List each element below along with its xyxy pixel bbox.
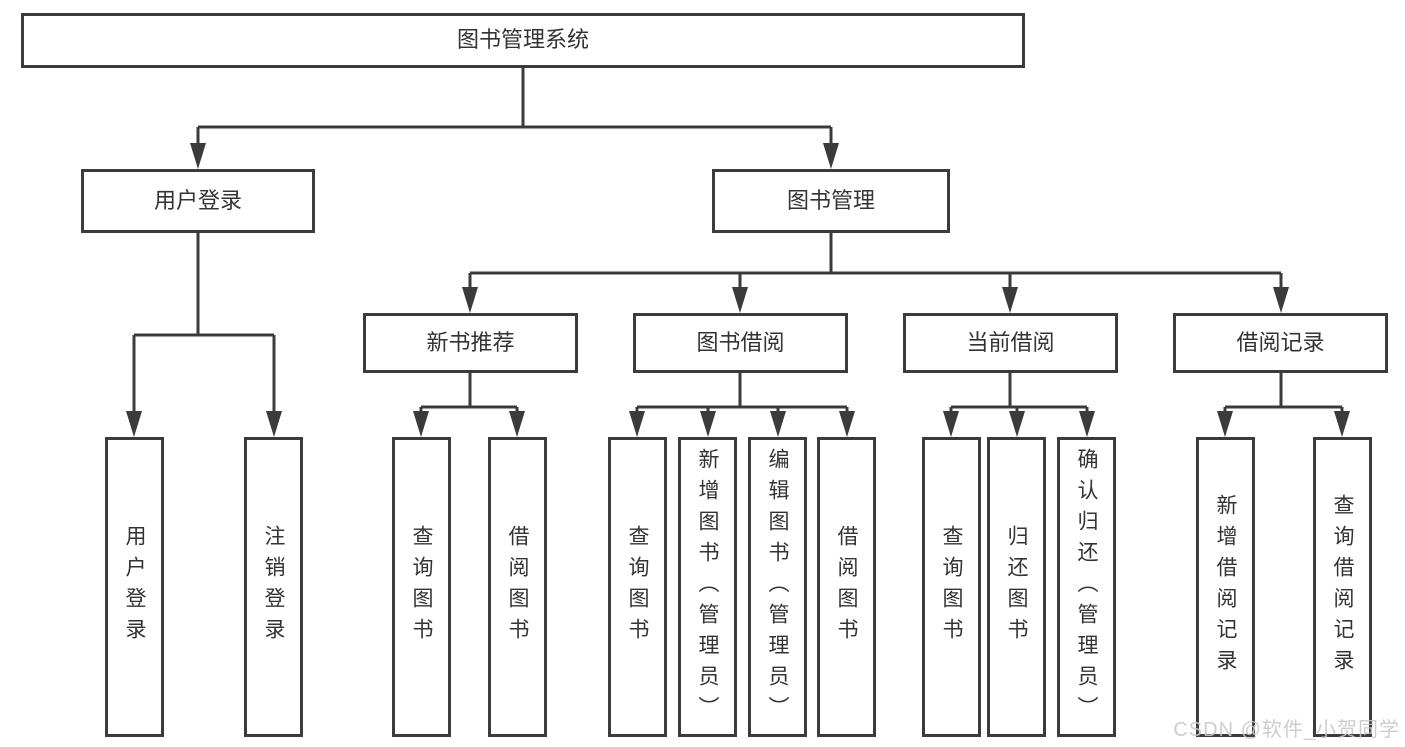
leaf-label: 查询图书 xyxy=(410,525,433,649)
leaf-query-borrow-record: 查询借阅记录 xyxy=(1313,437,1372,737)
node-book-borrowing: 图书借阅 xyxy=(633,313,848,373)
leaf-label: 新增图书（管理员） xyxy=(696,447,719,727)
leaf-logout: 注销登录 xyxy=(244,437,303,737)
leaf-label: 用户登录 xyxy=(123,525,146,649)
node-label: 借阅记录 xyxy=(1236,329,1325,355)
node-label: 新书推荐 xyxy=(426,329,515,355)
node-label: 当前借阅 xyxy=(966,329,1055,355)
leaf-borrow-books-borrowing: 借阅图书 xyxy=(817,437,876,737)
leaf-add-borrow-record: 新增借阅记录 xyxy=(1196,437,1255,737)
leaf-label: 新增借阅记录 xyxy=(1214,494,1237,680)
node-current-borrowing: 当前借阅 xyxy=(903,313,1118,373)
leaf-return-book: 归还图书 xyxy=(987,437,1046,737)
arrowhead-icons xyxy=(126,143,1350,437)
leaf-user-login: 用户登录 xyxy=(105,437,164,737)
leaf-label: 查询图书 xyxy=(626,525,649,649)
node-label: 图书管理系统 xyxy=(456,27,589,53)
leaf-label: 查询借阅记录 xyxy=(1331,494,1354,680)
leaf-label: 编辑图书（管理员） xyxy=(766,447,789,727)
leaf-add-book-admin: 新增图书（管理员） xyxy=(678,437,737,737)
watermark: CSDN @软件_小贺同学 xyxy=(1173,719,1400,741)
node-book-management: 图书管理 xyxy=(712,169,950,233)
leaf-label: 注销登录 xyxy=(262,525,285,649)
leaf-label: 借阅图书 xyxy=(835,525,858,649)
leaf-edit-book-admin: 编辑图书（管理员） xyxy=(748,437,807,737)
node-new-book-recommendation: 新书推荐 xyxy=(363,313,578,373)
leaf-confirm-return-admin: 确认归还（管理员） xyxy=(1057,437,1116,737)
leaf-label: 归还图书 xyxy=(1005,525,1028,649)
node-user-login: 用户登录 xyxy=(81,169,315,233)
leaf-query-books-current: 查询图书 xyxy=(922,437,981,737)
leaf-label: 借阅图书 xyxy=(506,525,529,649)
node-label: 图书管理 xyxy=(786,187,875,213)
node-label: 用户登录 xyxy=(153,187,242,213)
leaf-query-books-recommend: 查询图书 xyxy=(392,437,451,737)
node-library-management-system: 图书管理系统 xyxy=(21,13,1025,68)
leaf-label: 查询图书 xyxy=(940,525,963,649)
node-label: 图书借阅 xyxy=(696,329,785,355)
leaf-query-books-borrowing: 查询图书 xyxy=(608,437,667,737)
leaf-borrow-books-recommend: 借阅图书 xyxy=(488,437,547,737)
leaf-label: 确认归还（管理员） xyxy=(1075,447,1098,727)
node-borrowing-records: 借阅记录 xyxy=(1173,313,1388,373)
